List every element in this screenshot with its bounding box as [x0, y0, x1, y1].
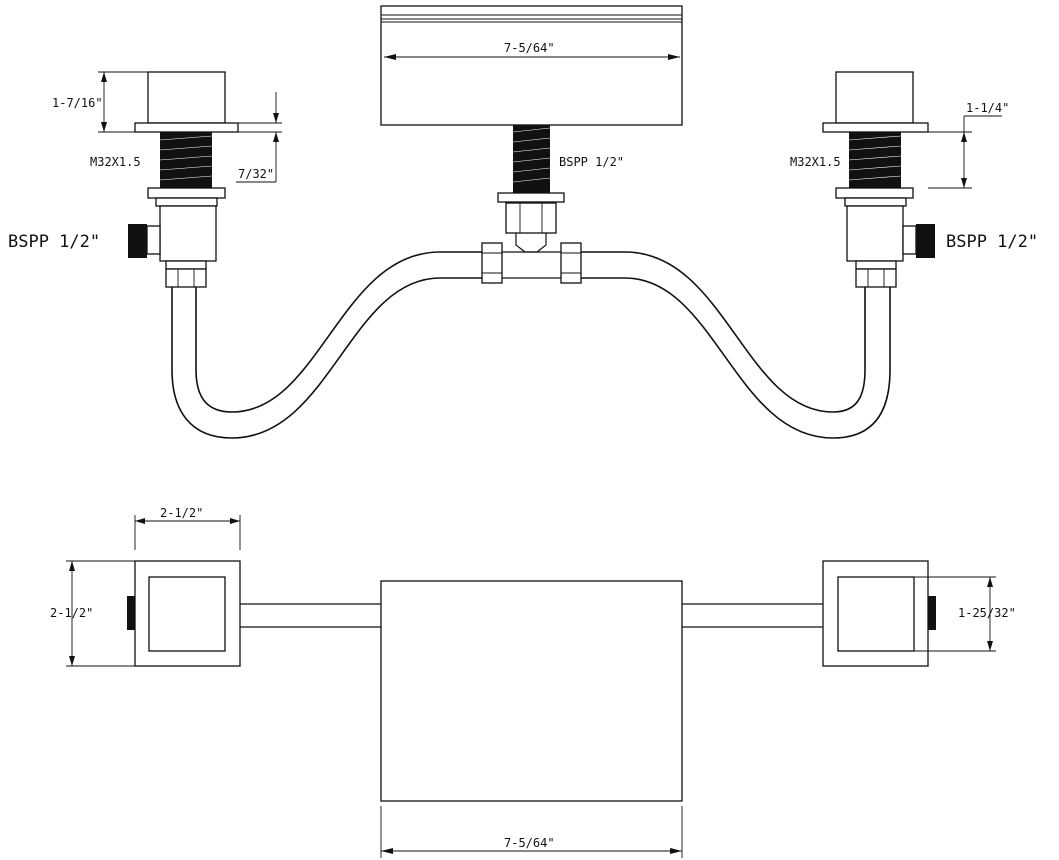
dim-spout-width-bottom: 7-5/64" [504, 836, 555, 850]
hose-right [581, 251, 891, 439]
label-thread-right: M32X1.5 [790, 155, 841, 169]
label-spout-thread: BSPP 1/2" [559, 155, 624, 169]
dim-flange-thickness: 7/32" [238, 167, 274, 181]
dim-spout-width-top: 7-5/64" [504, 41, 555, 55]
dimension-lines-front [98, 54, 1002, 189]
hose-left [171, 251, 482, 439]
dim-handle-height: 1-7/16" [52, 96, 103, 110]
spout-plan [380, 580, 683, 802]
right-handle-front [822, 71, 935, 288]
tee-fitting [481, 233, 582, 284]
left-handle-plan [127, 560, 241, 667]
dim-handle-depth-left: 2-1/2" [50, 606, 93, 620]
dim-handle-width-top: 2-1/2" [160, 506, 203, 520]
dim-right-clearance: 1-1/4" [966, 101, 1009, 115]
left-handle-front [128, 71, 239, 288]
right-handle-plan [822, 560, 936, 667]
dim-handle-inner-right: 1-25/32" [958, 606, 1016, 620]
label-inlet-right: BSPP 1/2" [946, 232, 1038, 252]
supply-pipes-plan [240, 603, 823, 628]
label-thread-left: M32X1.5 [90, 155, 141, 169]
spout-front [380, 5, 683, 234]
label-inlet-left: BSPP 1/2" [8, 232, 100, 252]
dimension-lines-plan [66, 515, 996, 858]
